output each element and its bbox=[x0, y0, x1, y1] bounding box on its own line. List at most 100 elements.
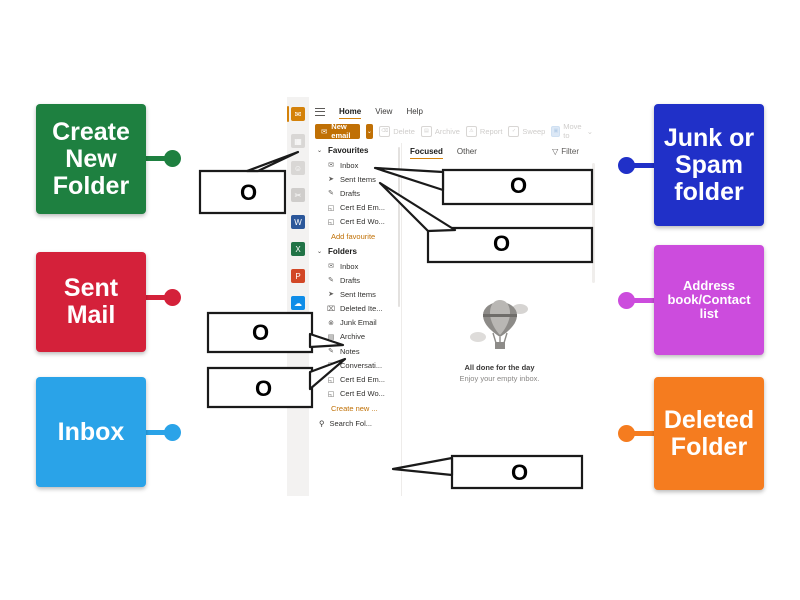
create-new-folder-link[interactable]: Create new ... bbox=[331, 403, 378, 413]
folder-item[interactable]: ✉Inbox bbox=[309, 259, 401, 273]
folder-item-label: Deleted Ite... bbox=[340, 304, 383, 314]
sweep-button[interactable]: ✓Sweep bbox=[508, 125, 545, 137]
filter-button[interactable]: ▽ Filter bbox=[552, 147, 579, 156]
archive-button[interactable]: ▤Archive bbox=[420, 125, 460, 137]
favourite-item[interactable]: ✎Drafts bbox=[309, 186, 401, 200]
chevron-down-icon: ⌄ bbox=[317, 248, 323, 255]
favourite-item[interactable]: ◱Cert Ed Wo... bbox=[309, 215, 401, 229]
tab-other[interactable]: Other bbox=[456, 147, 477, 156]
folder-item[interactable]: ⌧ Deleted Ite... bbox=[309, 302, 401, 316]
label-text-deleted-folder: Deleted Folder bbox=[663, 405, 755, 461]
powerpoint-icon[interactable]: P bbox=[291, 269, 305, 283]
folder-icon: ◱ bbox=[327, 376, 335, 384]
hot-air-balloon-illustration bbox=[469, 300, 528, 349]
folder-item[interactable]: ✎Drafts bbox=[309, 273, 401, 287]
marker-o: O bbox=[240, 180, 258, 205]
tab-help[interactable]: Help bbox=[406, 107, 423, 116]
favourite-item[interactable]: ✉Inbox bbox=[309, 158, 401, 172]
move-to-button[interactable]: ▣Move to⌄ bbox=[551, 122, 593, 140]
connector-line-address-book bbox=[628, 298, 654, 303]
new-email-button[interactable]: ✉ New email bbox=[315, 122, 360, 140]
report-icon: ⚠ bbox=[465, 125, 477, 137]
folder-item[interactable]: ◱Conversati... bbox=[309, 358, 401, 372]
connector-line-junk-or-spam bbox=[628, 163, 654, 168]
archive-label: Archive bbox=[434, 126, 460, 136]
folders-group-header[interactable]: ⌄ Folders bbox=[309, 244, 401, 259]
inbox-icon: ✉ bbox=[328, 162, 334, 170]
search-folders-label: Search Fol... bbox=[329, 418, 373, 428]
marker-o: O bbox=[511, 460, 529, 485]
folder-pane-scrollbar[interactable] bbox=[398, 147, 400, 307]
label-box-address-book[interactable]: Address book/Contact list bbox=[654, 245, 764, 355]
filter-label: Filter bbox=[561, 147, 579, 156]
filter-icon: ▽ bbox=[552, 147, 559, 156]
onedrive-icon[interactable]: ☁ bbox=[291, 296, 305, 310]
excel-icon[interactable]: X bbox=[291, 242, 305, 256]
tab-view[interactable]: View bbox=[375, 107, 393, 116]
folder-item-label: Inbox bbox=[340, 261, 359, 271]
folder-item[interactable]: ▤Archive bbox=[309, 330, 401, 344]
folder-item[interactable]: ◱Cert Ed Wo... bbox=[309, 387, 401, 401]
label-box-deleted-folder[interactable]: Deleted Folder bbox=[654, 377, 764, 490]
attachment-icon[interactable]: ✂ bbox=[291, 188, 305, 202]
favourite-item[interactable]: ➤Sent Items bbox=[309, 172, 401, 186]
label-text-create-new-folder: Create New Folder bbox=[52, 117, 130, 200]
word-icon[interactable]: W bbox=[291, 215, 305, 229]
apps-icon[interactable]: ▦ bbox=[291, 323, 305, 337]
new-email-dropdown-caret[interactable]: ⌄ bbox=[365, 123, 374, 139]
label-text-address-book: Address book/Contact list bbox=[667, 277, 751, 322]
folder-item[interactable]: ✎ Notes bbox=[309, 344, 401, 358]
calendar-icon[interactable]: ▦ bbox=[291, 134, 305, 148]
envelope-icon: ✉ bbox=[321, 126, 328, 136]
report-button[interactable]: ⚠Report bbox=[465, 125, 502, 137]
folder-item[interactable]: ⊗ Junk Email bbox=[309, 316, 401, 330]
people-icon[interactable]: ☺ bbox=[291, 161, 305, 175]
trash-icon: ⌧ bbox=[326, 305, 336, 313]
junk-email-icon: ⊗ bbox=[328, 319, 334, 327]
marker-o: O bbox=[252, 320, 270, 345]
drafts-icon: ✎ bbox=[328, 277, 334, 285]
add-favourite-link[interactable]: Add favourite bbox=[331, 231, 376, 241]
favourite-item[interactable]: ◱Cert Ed Em... bbox=[309, 201, 401, 215]
chevron-down-icon: ⌄ bbox=[317, 148, 323, 154]
delete-label: Delete bbox=[393, 126, 415, 136]
delete-button[interactable]: ⌫Delete bbox=[379, 125, 415, 137]
label-box-inbox[interactable]: Inbox bbox=[36, 377, 146, 487]
notes-icon: ✎ bbox=[328, 348, 334, 356]
move-to-label: Move to bbox=[563, 122, 582, 140]
drafts-icon: ✎ bbox=[328, 190, 334, 198]
favourites-title: Favourites bbox=[328, 146, 369, 155]
message-list-scrollbar[interactable] bbox=[592, 163, 595, 283]
connector-dot-address-book bbox=[618, 292, 635, 309]
mail-icon[interactable]: ✉ bbox=[291, 107, 305, 121]
folder-item-label: Junk Email bbox=[340, 318, 377, 328]
folder-item-label: Cert Ed Em... bbox=[340, 375, 386, 385]
tab-home[interactable]: Home bbox=[339, 107, 362, 119]
label-box-junk-or-spam[interactable]: Junk or Spam folder bbox=[654, 104, 764, 226]
connector-dot-sent-mail bbox=[164, 289, 181, 306]
folder-icon: ◱ bbox=[327, 218, 335, 226]
search-folders-item[interactable]: ⚲ Search Fol... bbox=[309, 416, 401, 431]
connector-line-create-new-folder bbox=[146, 156, 172, 161]
connector-line-inbox bbox=[146, 430, 172, 435]
folder-icon: ◱ bbox=[327, 390, 335, 398]
label-box-create-new-folder[interactable]: Create New Folder bbox=[36, 104, 146, 214]
favourite-item-label: Cert Ed Em... bbox=[340, 203, 386, 213]
folders-title: Folders bbox=[328, 246, 357, 256]
folder-item-label: Notes bbox=[340, 346, 360, 356]
label-text-sent-mail: Sent Mail bbox=[63, 274, 119, 329]
label-box-sent-mail[interactable]: Sent Mail bbox=[36, 252, 146, 352]
favourites-group-header[interactable]: ⌄ Favourites bbox=[309, 143, 401, 158]
hamburger-menu-icon[interactable] bbox=[315, 107, 325, 116]
empty-inbox-title: All done for the day bbox=[464, 363, 535, 372]
folder-item-label: Sent Items bbox=[340, 289, 376, 299]
marker-o: O bbox=[510, 173, 528, 198]
marker-o: O bbox=[493, 231, 511, 256]
folder-item-label: Archive bbox=[340, 332, 366, 342]
app-main-body: Home View Help ✉ New email ⌄ ⌫Delete ▤Ar… bbox=[309, 97, 597, 496]
tab-focused[interactable]: Focused bbox=[410, 147, 443, 159]
sent-items-icon: ➤ bbox=[328, 176, 334, 184]
folder-item[interactable]: ➤Sent Items bbox=[309, 287, 401, 301]
folder-item[interactable]: ◱ Cert Ed Em... bbox=[309, 372, 401, 386]
